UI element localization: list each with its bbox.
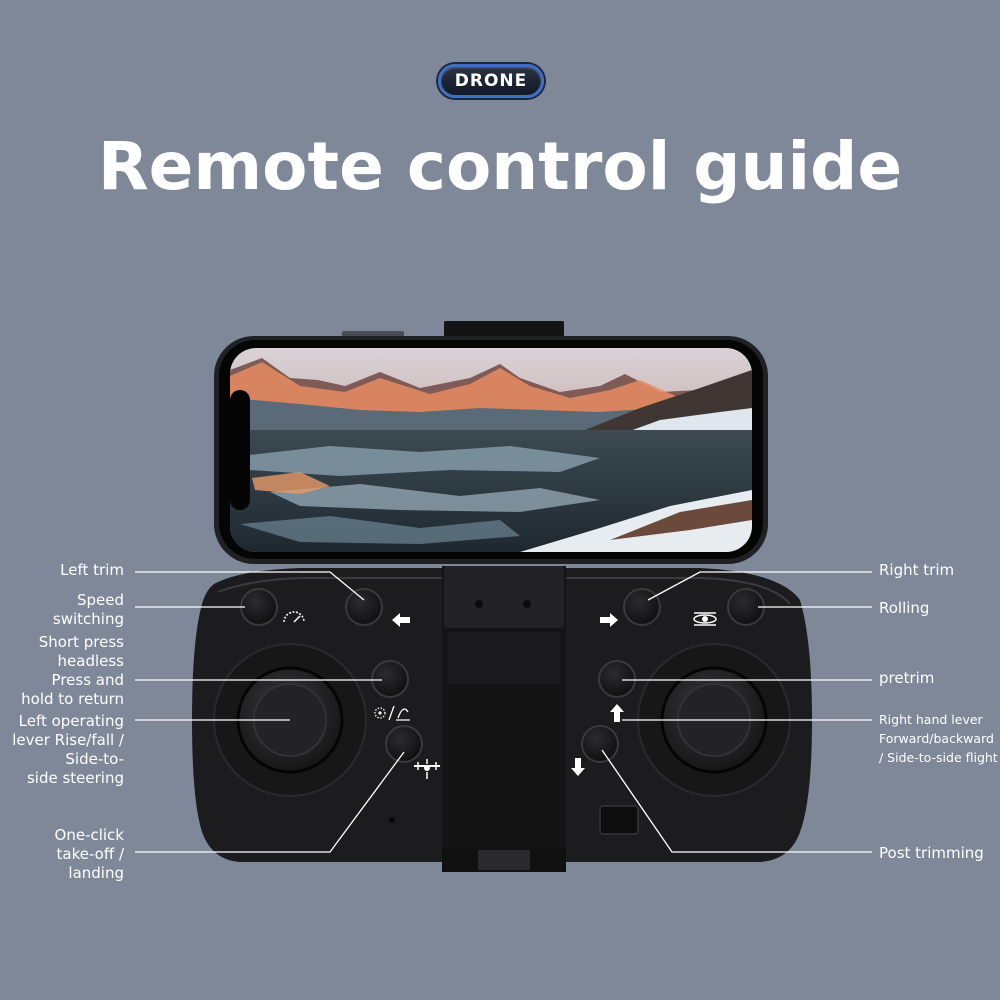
label-left-trim: Left trim xyxy=(60,561,124,579)
arrow-up-icon xyxy=(610,704,624,722)
arrow-right-icon xyxy=(600,613,618,627)
label-right-trim: Right trim xyxy=(879,561,955,579)
badge-text: DRONE xyxy=(454,71,528,91)
leader-takeoff xyxy=(135,751,405,853)
takeoff-landing-button xyxy=(385,725,423,763)
label-headless: Short press headless Press and hold to r… xyxy=(21,633,124,708)
arrow-left-icon xyxy=(392,613,410,627)
flip-drone-icon xyxy=(693,612,717,626)
pretrim-button xyxy=(598,660,636,698)
label-speed-switching: Speed switching xyxy=(52,591,124,628)
speedometer-icon xyxy=(283,611,305,623)
speed-switch-button xyxy=(240,588,278,626)
arrow-down-icon xyxy=(571,758,585,776)
drone-takeoff-icon xyxy=(414,759,440,779)
smartphone xyxy=(214,336,768,564)
label-rolling: Rolling xyxy=(879,599,930,617)
label-post-trimming: Post trimming xyxy=(879,844,984,862)
left-trim-button xyxy=(345,588,383,626)
label-takeoff: One-click take-off / landing xyxy=(54,826,124,882)
callout-lines xyxy=(135,571,872,853)
phone-screen-landscape xyxy=(230,348,752,552)
controller-body xyxy=(192,566,812,872)
page-title: Remote control guide xyxy=(97,128,903,205)
right-trim-button xyxy=(623,588,661,626)
label-pretrim: pretrim xyxy=(879,669,935,687)
post-trim-button xyxy=(581,725,619,763)
leader-right-trim xyxy=(647,571,872,601)
drone-logo-badge: DRONE xyxy=(438,64,544,98)
label-left-lever: Left operating lever Rise/fall / Side-to… xyxy=(12,712,124,787)
headless-return-button xyxy=(371,660,409,698)
leader-left-trim xyxy=(135,571,365,601)
leader-post-trim xyxy=(601,749,872,853)
label-right-lever: Right hand lever Forward/backward / Side… xyxy=(879,712,998,765)
headless-return-icon xyxy=(374,705,410,721)
